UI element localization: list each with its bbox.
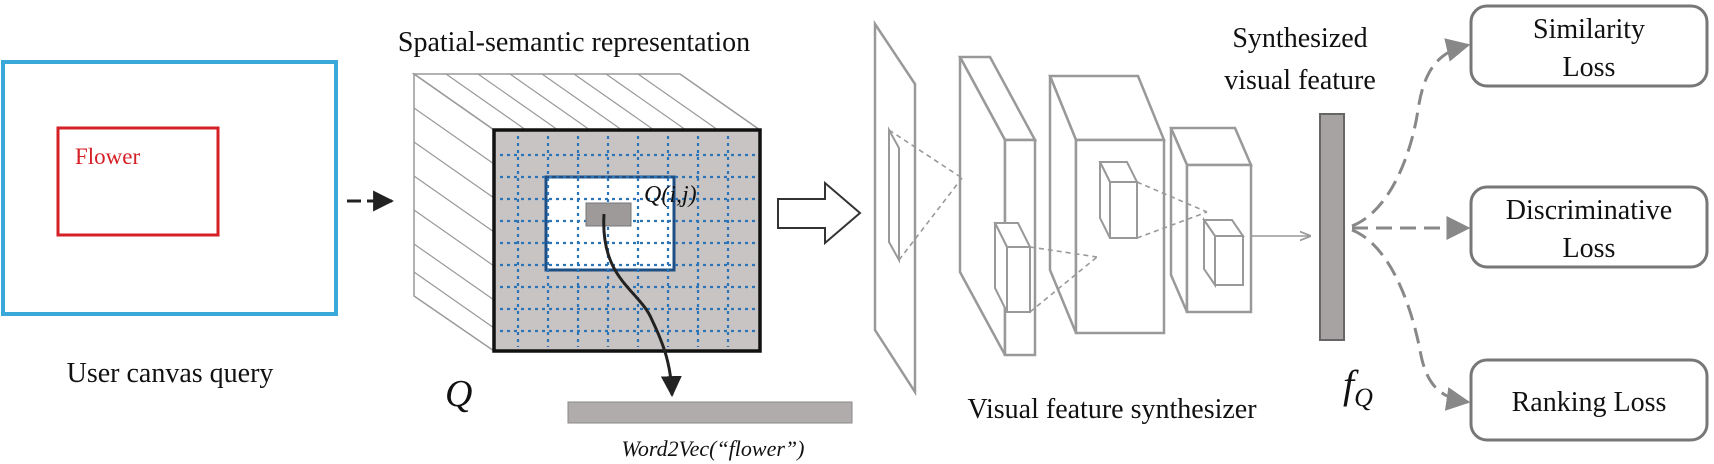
canvas-frame — [1, 60, 338, 316]
similarity-loss-line1: Similarity — [1533, 14, 1645, 45]
loss-box-ranking: Ranking Loss — [1469, 358, 1709, 442]
conv-block-2-kernel-front — [1109, 181, 1138, 239]
input-plane — [873, 19, 917, 397]
highlighted-cell — [585, 202, 632, 227]
feature-title-line2: visual feature — [1224, 65, 1376, 96]
representation-symbol: Q — [445, 373, 472, 415]
feature-symbol-sub: Q — [1354, 383, 1373, 412]
conv-block-1-kernel-front — [1006, 246, 1031, 313]
synthesizer-caption: Visual feature synthesizer — [967, 394, 1257, 425]
loss-box-similarity: Similarity Loss — [1469, 4, 1709, 88]
arrow-to-similarity-loss — [1351, 38, 1471, 228]
tensor-side-slices — [413, 107, 495, 329]
flower-box — [56, 126, 220, 237]
canvas-caption: User canvas query — [67, 358, 274, 389]
feature-symbol: fQ — [1343, 362, 1373, 412]
cell-to-vector-arrow — [602, 213, 682, 398]
feature-vector-bar — [1319, 113, 1345, 341]
loss-arrows — [1351, 38, 1471, 411]
synthesized-feature: Synthesized visual feature fQ — [1224, 23, 1376, 412]
conv-block-3-kernel-front — [1214, 235, 1244, 286]
flower-box-label: Flower — [75, 144, 141, 169]
discriminative-loss-line1: Discriminative — [1506, 195, 1672, 226]
representation-title: Spatial-semantic representation — [398, 27, 750, 58]
cell-label: Q(i,j) — [644, 182, 697, 208]
arrow-to-ranking-loss — [1351, 228, 1471, 411]
word-vector-bar — [567, 401, 853, 424]
feature-title-line1: Synthesized — [1232, 23, 1367, 54]
ranking-loss-line1: Ranking Loss — [1512, 387, 1667, 418]
spatial-semantic-representation: Spatial-semantic representation — [398, 27, 853, 461]
tensor-top-slices — [445, 73, 719, 131]
discriminative-loss-line2: Loss — [1563, 233, 1616, 264]
canvas-query: Flower User canvas query — [1, 60, 338, 389]
receptive-field-lines — [888, 129, 1208, 313]
similarity-loss-line2: Loss — [1563, 52, 1616, 83]
word-vector-label: Word2Vec(“flower”) — [622, 436, 805, 461]
loss-box-discriminative: Discriminative Loss — [1469, 185, 1709, 269]
visual-feature-synthesizer — [873, 19, 1253, 397]
hollow-right-arrow-icon — [777, 180, 862, 246]
